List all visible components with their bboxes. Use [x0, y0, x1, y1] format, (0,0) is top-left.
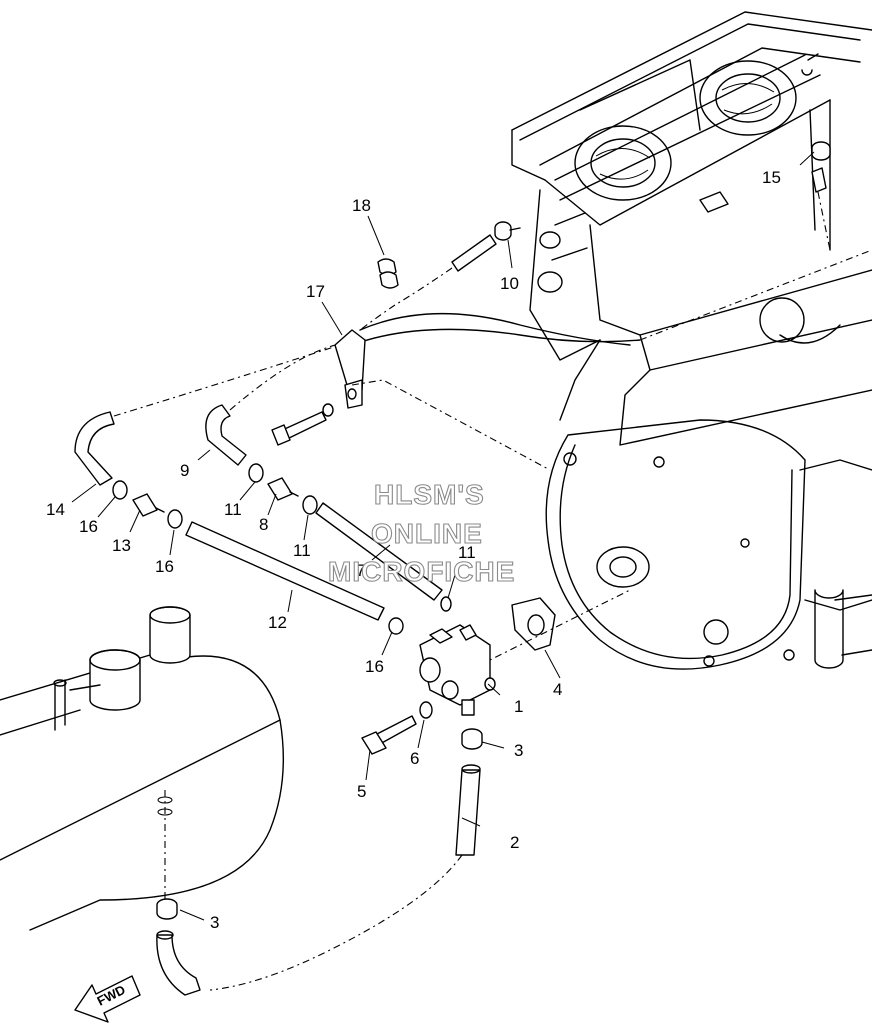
leader-lines	[71, 151, 815, 921]
watermark-line-2: ONLINE	[371, 518, 483, 549]
fittings	[112, 141, 831, 920]
callout-11-mid: 11	[293, 541, 311, 560]
callout-3-upper: 3	[514, 741, 523, 760]
callout-11-right: 11	[458, 543, 476, 562]
callout-6: 6	[410, 749, 419, 768]
fuel-tank	[0, 606, 285, 931]
watermark-line-1: HLSM'S	[374, 479, 485, 510]
callout-1: 1	[514, 697, 523, 716]
callout-3-lower: 3	[210, 913, 219, 932]
callout-16-left: 16	[79, 517, 98, 536]
hoses	[74, 234, 872, 996]
watermark-line-3: MICROFICHE	[328, 556, 515, 587]
callout-9: 9	[180, 461, 189, 480]
fwd-direction-arrow: FWD	[74, 975, 141, 1023]
callout-labels: 1 2 3 3 4 5 6 7 8 9 10 11 11 11 12 13 14…	[46, 168, 781, 932]
callout-12: 12	[268, 613, 287, 632]
callout-2: 2	[510, 833, 519, 852]
callout-4: 4	[553, 680, 562, 699]
callout-10: 10	[500, 274, 519, 293]
callout-7: 7	[356, 561, 365, 580]
callout-16-right: 16	[365, 657, 384, 676]
callout-8: 8	[259, 515, 268, 534]
callout-15: 15	[762, 168, 781, 187]
callout-17: 17	[306, 282, 325, 301]
watermark: HLSM'S ONLINE MICROFICHE	[327, 478, 515, 587]
engine-cover	[545, 419, 872, 670]
callout-18: 18	[352, 196, 371, 215]
callout-16-mid: 16	[155, 557, 174, 576]
callout-5: 5	[357, 782, 366, 801]
callout-13: 13	[112, 536, 131, 555]
engine-block	[511, 11, 872, 446]
callout-11-left: 11	[224, 500, 242, 519]
callout-14: 14	[46, 500, 65, 519]
